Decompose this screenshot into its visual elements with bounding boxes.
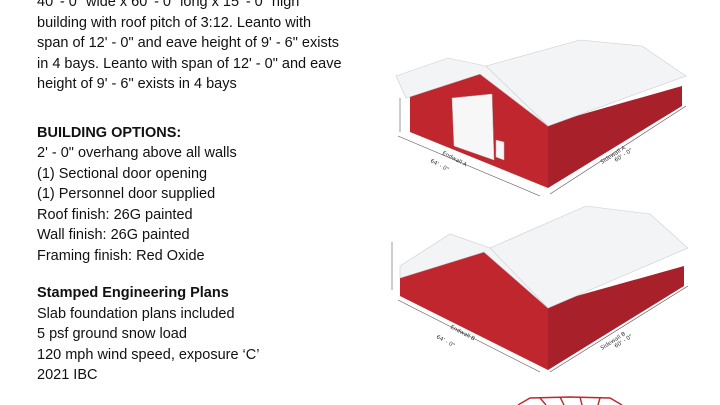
engineering-item: Slab foundation plans included: [37, 305, 235, 322]
description-line: 40' - 0" wide x 60' - 0" long x 15' - 0"…: [37, 0, 300, 10]
building-options-title: BUILDING OPTIONS:: [37, 124, 182, 141]
option-item: Wall finish: 26G painted: [37, 227, 190, 243]
endwall-dimension: 64' - 0": [429, 158, 450, 173]
endwall-panel: [400, 248, 548, 370]
engineering-item: 120 mph wind speed, exposure ‘C’: [37, 346, 260, 363]
option-item: 2' - 0" overhang above all walls: [37, 145, 237, 161]
description-line: height of 9' - 6" exists in 4 bays: [37, 76, 237, 92]
engineering-item: 2021 IBC: [37, 367, 98, 383]
building-render-bottom: Endwall B 64' - 0" Sidewall B 60' - 0": [391, 205, 689, 373]
description-line: in 4 bays. Leanto with span of 12' - 0" …: [37, 55, 342, 72]
description-line: span of 12' - 0" and eave height of 9' -…: [37, 35, 339, 51]
dimension-lines: [397, 98, 687, 196]
engineering-item: 5 psf ground snow load: [37, 326, 187, 342]
spec-text-column: 40' - 0" wide x 60' - 0" long x 15' - 0"…: [37, 0, 357, 386]
endwall-dimension: 64' - 0": [435, 334, 456, 349]
engineering-section: Stamped Engineering Plans Slab foundatio…: [37, 283, 357, 386]
personnel-door-icon: [495, 139, 505, 161]
option-item: (1) Sectional door opening: [37, 165, 208, 182]
option-item: (1) Personnel door supplied: [37, 186, 216, 202]
framing-render-partial: [517, 396, 623, 405]
building-render-top: Endwall A 64' - 0" Sidewall A 60' - 0": [395, 39, 687, 196]
roof-panel: [399, 205, 689, 309]
building-options-section: BUILDING OPTIONS: 2' - 0" overhang above…: [37, 123, 357, 267]
dimension-lines: [391, 242, 689, 373]
sidewall-panel: [548, 266, 684, 370]
building-description: 40' - 0" wide x 60' - 0" long x 15' - 0"…: [37, 0, 357, 95]
sidewall-panel: [548, 86, 682, 188]
description-line: building with roof pitch of 3:12. Leanto…: [37, 14, 312, 31]
option-item: Framing finish: Red Oxide: [37, 247, 205, 264]
roof-panel: [395, 39, 687, 127]
option-item: Roof finish: 26G painted: [37, 206, 193, 223]
sectional-door-icon: [451, 93, 495, 161]
engineering-title: Stamped Engineering Plans: [37, 285, 229, 301]
